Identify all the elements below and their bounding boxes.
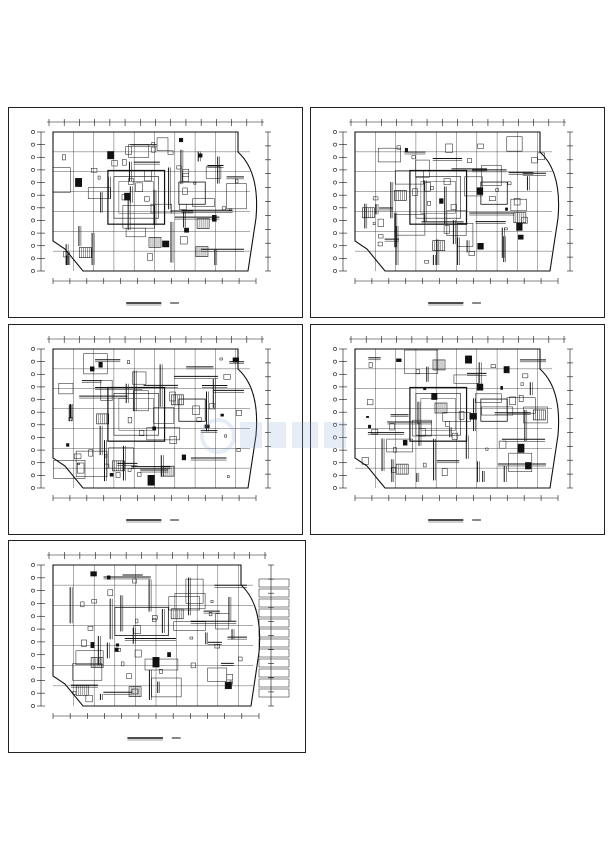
- building-outline: [52, 348, 258, 489]
- atrium-frame: [409, 169, 468, 225]
- drawing-sheet-5: [8, 540, 306, 753]
- secondary-void: [480, 181, 508, 205]
- secondary-void: [480, 398, 508, 422]
- floor-plan-drawing: [31, 552, 290, 741]
- drawing-sheet-4: [310, 324, 605, 535]
- floor-plan-drawing: [333, 336, 573, 523]
- drawing-sheet-1: [8, 107, 303, 318]
- building-outline: [354, 131, 560, 272]
- floor-plan-drawing: [333, 119, 573, 306]
- secondary-void: [178, 181, 206, 205]
- secondary-void: [178, 398, 206, 422]
- floor-plan-drawing: [31, 336, 271, 523]
- drawing-sheet-3: [8, 324, 303, 535]
- duct-runs: [65, 144, 244, 265]
- duct-runs: [68, 359, 244, 482]
- atrium: [113, 176, 159, 219]
- building-outline: [354, 348, 560, 489]
- atrium: [415, 393, 461, 436]
- legend-column: [258, 578, 290, 698]
- duct-runs: [364, 151, 546, 265]
- atrium-frame: [409, 386, 468, 442]
- duct-runs: [367, 357, 546, 482]
- drawing-sheet-2: [310, 107, 605, 318]
- duct-runs: [69, 574, 247, 700]
- atrium: [114, 606, 169, 636]
- atrium: [415, 176, 461, 219]
- building-outline: [52, 131, 258, 272]
- floor-plan-drawing: [31, 119, 271, 306]
